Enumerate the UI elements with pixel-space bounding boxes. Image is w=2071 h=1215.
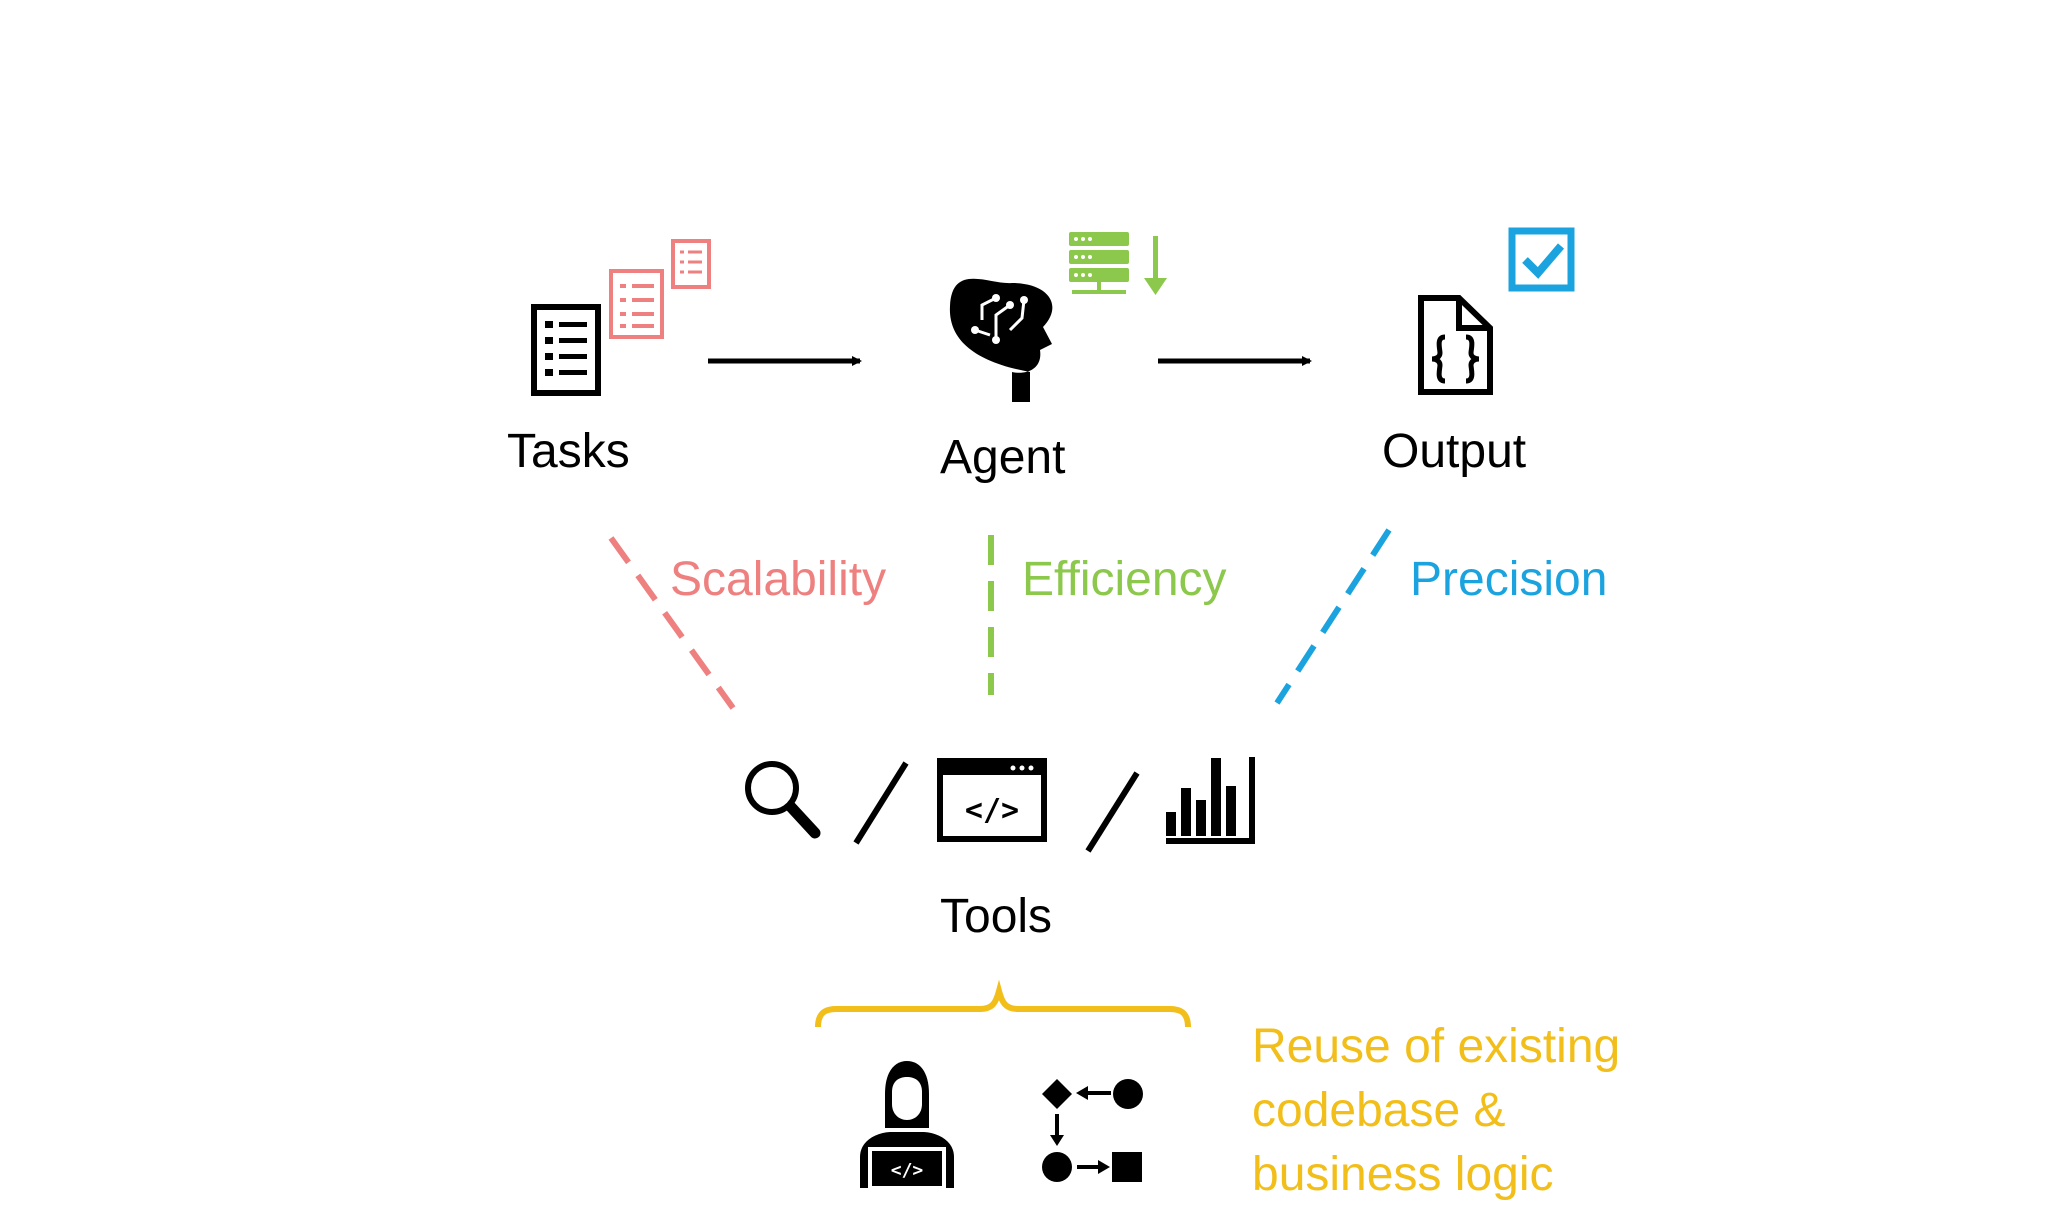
reuse-line-1: Reuse of existing <box>1252 1020 1621 1073</box>
tools-label: Tools <box>940 890 1053 943</box>
tasks-label: Tasks <box>507 425 630 478</box>
separator-slash <box>1085 771 1140 853</box>
code-window-icon: </> <box>937 758 1047 842</box>
server-download-icon <box>1069 232 1167 295</box>
developer-laptop-icon: </> <box>860 1061 954 1190</box>
precision-label: Precision <box>1410 553 1608 606</box>
json-file-icon <box>1418 295 1493 395</box>
reuse-note: Reuse of existing codebase & business lo… <box>1252 1015 1620 1207</box>
output-label: Output <box>1382 425 1527 478</box>
document-list-icon <box>609 239 711 339</box>
flowchart-icon <box>1042 1079 1143 1182</box>
brain-head-icon <box>949 278 1053 402</box>
bar-chart-icon <box>1166 757 1255 844</box>
checkbox-checked-icon <box>1508 227 1575 292</box>
scalability-label: Scalability <box>670 553 887 606</box>
precision-connector <box>1274 528 1392 705</box>
yellow-brace <box>815 979 1191 1028</box>
code-glyph: </> <box>891 1160 924 1181</box>
magnifier-icon <box>745 761 821 839</box>
efficiency-label: Efficiency <box>1022 553 1227 606</box>
scalability-connector <box>608 536 736 710</box>
agent-label: Agent <box>940 431 1066 484</box>
code-glyph: </> <box>965 793 1019 828</box>
separator-slash <box>853 761 909 845</box>
reuse-line-2: codebase & <box>1252 1084 1506 1137</box>
checklist-icon <box>531 304 601 396</box>
reuse-line-3: business logic <box>1252 1148 1554 1201</box>
